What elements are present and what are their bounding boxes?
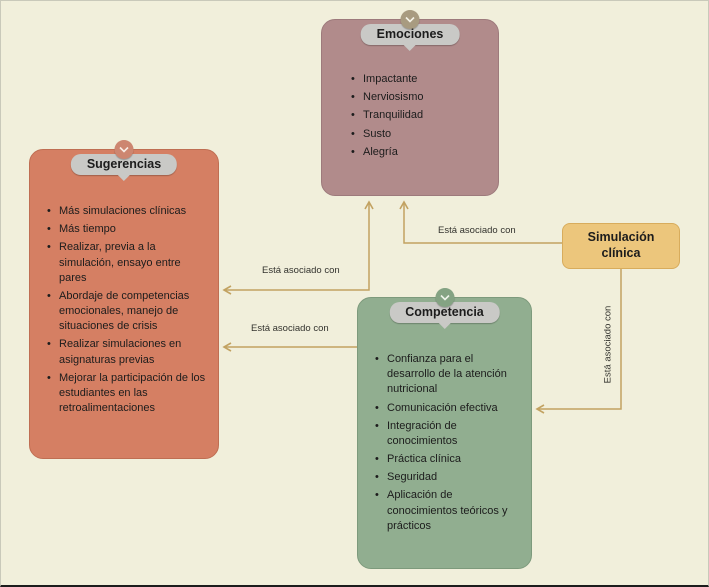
node-sugerencias[interactable]: Sugerencias Más simulaciones clínicas Má… — [29, 140, 219, 459]
edge-emociones-sugerencias — [222, 200, 374, 295]
list-item: Práctica clínica — [374, 452, 519, 467]
list-item: Más tiempo — [46, 222, 206, 237]
edge-label-emociones-sugerencias: Está asociado con — [262, 265, 340, 276]
node-title-pill[interactable]: Sugerencias — [70, 154, 178, 175]
list-item: Alegría — [350, 145, 486, 160]
list-item: Mejorar la participación de los estudian… — [46, 371, 206, 417]
list-item: Tranquilidad — [350, 108, 486, 123]
node-title: Simulación clínica — [587, 230, 655, 260]
list-item: Comunicación efectiva — [374, 401, 519, 416]
node-title-pill[interactable]: Emociones — [360, 24, 460, 45]
list-item: Nerviosismo — [350, 90, 486, 105]
node-title: Emociones — [376, 27, 444, 41]
node-item-list: Impactante Nerviosismo Tranquilidad Sust… — [322, 72, 498, 163]
chevron-down-icon[interactable] — [435, 288, 454, 307]
list-item: Seguridad — [374, 470, 519, 485]
edge-label-sim-competencia: Está asociado con — [602, 305, 614, 384]
chevron-down-icon[interactable] — [114, 140, 134, 159]
node-title: Sugerencias — [86, 157, 162, 171]
node-item-list: Confianza para el desarrollo de la atenc… — [358, 352, 531, 537]
node-item-list: Más simulaciones clínicas Más tiempo Rea… — [30, 204, 218, 419]
edge-sim-emociones — [399, 200, 562, 244]
node-title-pill[interactable]: Competencia — [389, 302, 500, 323]
list-item: Integración de conocimientos — [374, 419, 519, 449]
node-emociones[interactable]: Emociones Impactante Nerviosismo Tranqui… — [321, 10, 499, 196]
list-item: Abordaje de competencias emocionales, ma… — [46, 289, 206, 335]
list-item: Realizar simulaciones en asignaturas pre… — [46, 337, 206, 367]
node-simulacion-clinica[interactable]: Simulación clínica — [562, 223, 680, 269]
edge-sim-competencia — [535, 269, 622, 414]
list-item: Susto — [350, 127, 486, 142]
node-competencia[interactable]: Competencia Confianza para el desarrollo… — [357, 288, 532, 569]
list-item: Más simulaciones clínicas — [46, 204, 206, 219]
list-item: Aplicación de conocimientos teóricos y p… — [374, 488, 519, 534]
node-title: Competencia — [405, 305, 484, 319]
list-item: Realizar, previa a la simulación, ensayo… — [46, 240, 206, 286]
edge-label-competencia-sugerencias: Está asociado con — [251, 323, 329, 334]
edge-label-sim-emociones: Está asociado con — [438, 225, 516, 236]
list-item: Confianza para el desarrollo de la atenc… — [374, 352, 519, 398]
chevron-down-icon[interactable] — [400, 10, 420, 29]
list-item: Impactante — [350, 72, 486, 87]
